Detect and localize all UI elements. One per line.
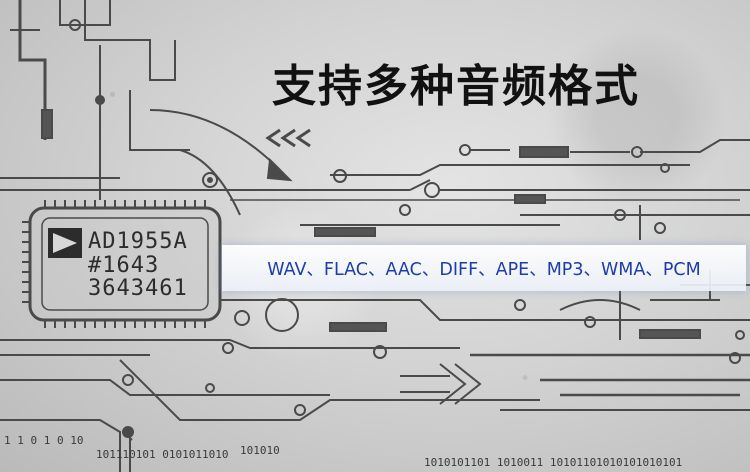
binary-string-middle: 101110101 0101011010	[96, 448, 229, 461]
formats-banner: WAV、FLAC、AAC、DIFF、APE、MP3、WMA、PCM	[222, 245, 746, 291]
page-title: 支持多种音频格式	[272, 61, 640, 112]
binary-string-left: 1 1 0 1 0 10	[4, 434, 84, 447]
binary-string-bottom: 1010101101 1010011 10101101010101010101	[424, 456, 683, 469]
chip-label-model: AD1955A	[88, 229, 188, 254]
binary-string-mid-right: 101010	[240, 444, 280, 457]
formats-list: WAV、FLAC、AAC、DIFF、APE、MP3、WMA、PCM	[267, 259, 701, 280]
chip-label-serial: 3643461	[88, 276, 188, 301]
chip-label-batch: #1643	[88, 253, 160, 278]
